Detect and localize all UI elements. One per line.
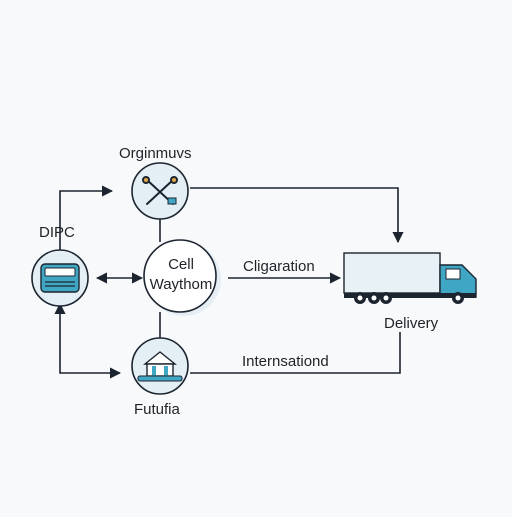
edge-label-cligaration: Cligaration — [243, 258, 315, 275]
tools-icon — [142, 176, 178, 205]
cell-label: Cell Waythom — [136, 255, 226, 295]
edge-label-internsationd: Internsationd — [242, 353, 329, 370]
edge-dipc-to-futufia — [54, 302, 122, 379]
edge-origin-to-truck — [190, 187, 404, 244]
edge-dipc-to-origin — [59, 185, 114, 250]
connector-lines — [54, 185, 404, 379]
dipc-label: DIPC — [39, 224, 75, 241]
cell-label-line2: Waythom — [149, 276, 213, 293]
truck-icon[interactable] — [343, 252, 477, 304]
futufia-node[interactable] — [131, 337, 189, 395]
warehouse-icon — [137, 351, 183, 382]
origin-label: Orginmuvs — [119, 145, 192, 162]
delivery-label: Delivery — [384, 315, 439, 332]
futufia-label: Futufia — [134, 401, 180, 418]
edge-futufia-to-delivery — [190, 332, 401, 374]
server-rack-icon — [40, 263, 80, 293]
cell-label-line1: Cell — [168, 256, 194, 273]
origin-node[interactable] — [131, 162, 189, 220]
cell-node[interactable] — [143, 239, 221, 316]
dipc-node[interactable] — [31, 249, 89, 307]
